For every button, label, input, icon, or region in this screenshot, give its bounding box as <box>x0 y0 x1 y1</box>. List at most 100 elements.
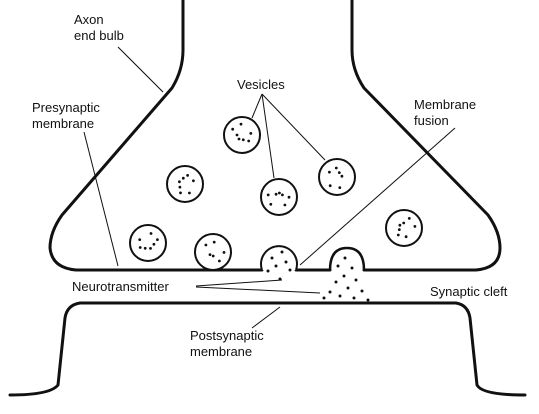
vesicle-neurotransmitter-dot <box>239 122 243 126</box>
released-neurotransmitter-dot <box>352 296 356 300</box>
label-presynaptic-membrane: Presynaptic membrane <box>32 100 100 132</box>
vesicle-neurotransmitter-dot <box>186 174 190 177</box>
vesicle <box>194 233 232 271</box>
vesicle-neurotransmitter-dot <box>152 242 156 246</box>
vesicle-neurotransmitter-dot <box>149 232 153 235</box>
released-neurotransmitter-dot <box>336 264 340 268</box>
vesicle-neurotransmitter-dot <box>281 193 284 197</box>
released-neurotransmitter-dot <box>284 260 288 264</box>
vesicle-neurotransmitter-dot <box>231 127 235 131</box>
leader-vesicles-2 <box>261 93 275 179</box>
released-neurotransmitter-dot <box>366 298 370 302</box>
vesicle <box>223 116 261 154</box>
label-postsynaptic-membrane-line1: Postsynaptic <box>190 328 264 343</box>
leader-membrane-fusion <box>299 127 456 266</box>
label-neurotransmitter: Neurotransmitter <box>72 279 169 295</box>
released-neurotransmitter-dot <box>274 264 278 268</box>
released-neurotransmitter-dot <box>343 256 347 260</box>
vesicle-neurotransmitter-dot <box>266 193 270 197</box>
label-axon-end-bulb: Axon end bulb <box>74 12 124 44</box>
released-neurotransmitter-dot <box>334 280 338 284</box>
label-vesicles: Vesicles <box>237 77 285 93</box>
leader-lines <box>83 46 456 329</box>
axon-end-bulb-outline <box>48 0 502 272</box>
label-axon-end-bulb-line2: end bulb <box>74 28 124 43</box>
vesicle-neurotransmitter-dot <box>397 228 401 232</box>
released-neurotransmitter-dot <box>350 266 354 270</box>
released-neurotransmitter-dot <box>270 256 274 260</box>
vesicle-neurotransmitter-dot <box>241 138 245 142</box>
vesicle-neurotransmitter-dot <box>340 174 344 178</box>
vesicle-neurotransmitter-dot <box>218 259 221 263</box>
vesicle-neurotransmitter-dot <box>178 185 182 189</box>
vesicle-neurotransmitter-dot <box>149 247 152 250</box>
label-postsynaptic-membrane-line2: membrane <box>190 344 253 359</box>
released-neurotransmitter-dot <box>322 296 326 300</box>
leader-neurotransmitter-2 <box>195 286 321 294</box>
vesicle-neurotransmitter-dot <box>222 251 226 254</box>
label-vesicles-text: Vesicles <box>237 77 285 92</box>
released-neurotransmitter-dot <box>346 286 350 290</box>
vesicle <box>166 165 204 203</box>
vesicle-neurotransmitter-dot <box>328 184 332 188</box>
leader-vesicles-1 <box>251 93 263 119</box>
vesicle-neurotransmitter-dot <box>138 238 142 242</box>
vesicle-neurotransmitter-dot <box>398 223 402 227</box>
vesicle-neurotransmitter-dot <box>156 238 159 242</box>
released-neurotransmitter-dot <box>354 278 358 282</box>
vesicle-neurotransmitter-dot <box>338 186 342 190</box>
vesicle-neurotransmitter-dot <box>269 202 273 206</box>
vesicle <box>385 209 423 247</box>
label-axon-end-bulb-line1: Axon <box>74 12 104 27</box>
vesicle <box>318 158 356 196</box>
vesicle-neurotransmitter-dot <box>237 137 241 141</box>
vesicle-neurotransmitter-dot <box>181 176 185 180</box>
vesicle-neurotransmitter-dot <box>178 180 181 184</box>
released-neurotransmitter-dot <box>288 268 292 272</box>
vesicle-neurotransmitter-dot <box>208 253 212 256</box>
vesicle-neurotransmitter-dot <box>283 203 287 207</box>
released-neurotransmitter-dot <box>338 294 342 298</box>
label-membrane-fusion: Membrane fusion <box>414 97 476 129</box>
vesicle-neurotransmitter-dot <box>247 139 251 143</box>
vesicle-neurotransmitter-dot <box>211 254 215 258</box>
vesicle-neurotransmitter-dot <box>287 195 291 199</box>
vesicle-neurotransmitter-dot <box>235 133 239 137</box>
label-neurotransmitter-text: Neurotransmitter <box>72 279 169 294</box>
vesicle-neurotransmitter-dot <box>334 166 338 170</box>
postsynaptic-membrane-outline <box>8 301 527 397</box>
label-synaptic-cleft: Synaptic cleft <box>430 284 507 300</box>
released-neurotransmitter-dot <box>360 289 364 293</box>
label-synaptic-cleft-text: Synaptic cleft <box>430 284 508 299</box>
released-neurotransmitter-dot <box>342 274 346 278</box>
leader-postsynaptic-membrane <box>251 306 281 329</box>
membrane-fusion-opening <box>328 246 366 272</box>
vesicle-neurotransmitter-dot <box>274 192 278 196</box>
vesicle-neurotransmitter-dot <box>179 191 182 195</box>
vesicle-neurotransmitter-dot <box>212 240 216 244</box>
vesicle-neurotransmitter-dot <box>204 243 208 247</box>
vesicle-neurotransmitter-dot <box>396 233 400 237</box>
label-presynaptic-membrane-line1: Presynaptic <box>32 100 100 115</box>
released-neurotransmitter-dot <box>328 290 332 294</box>
label-membrane-fusion-line1: Membrane <box>414 97 477 112</box>
vesicle <box>260 178 298 216</box>
vesicle-neurotransmitter-dot <box>278 191 281 195</box>
released-neurotransmitter <box>266 250 370 302</box>
leader-vesicles-3 <box>261 93 326 161</box>
vesicle-neurotransmitter-dot <box>328 170 331 174</box>
vesicle-neurotransmitter-dot <box>249 132 253 135</box>
leader-axon-end-bulb <box>117 46 164 93</box>
vesicle-neurotransmitter-dot <box>402 221 406 225</box>
vesicle-neurotransmitter-dot <box>192 179 195 183</box>
leader-presynaptic-membrane <box>83 131 119 267</box>
vesicle-neurotransmitter-dot <box>404 235 408 239</box>
vesicle-neurotransmitter-dot <box>337 171 341 175</box>
vesicle-neurotransmitter-dot <box>407 217 411 220</box>
released-neurotransmitter-dot <box>280 250 284 254</box>
vesicle-neurotransmitter-dot <box>138 246 142 249</box>
vesicles-group <box>129 116 423 271</box>
vesicle-neurotransmitter-dot <box>188 191 191 195</box>
